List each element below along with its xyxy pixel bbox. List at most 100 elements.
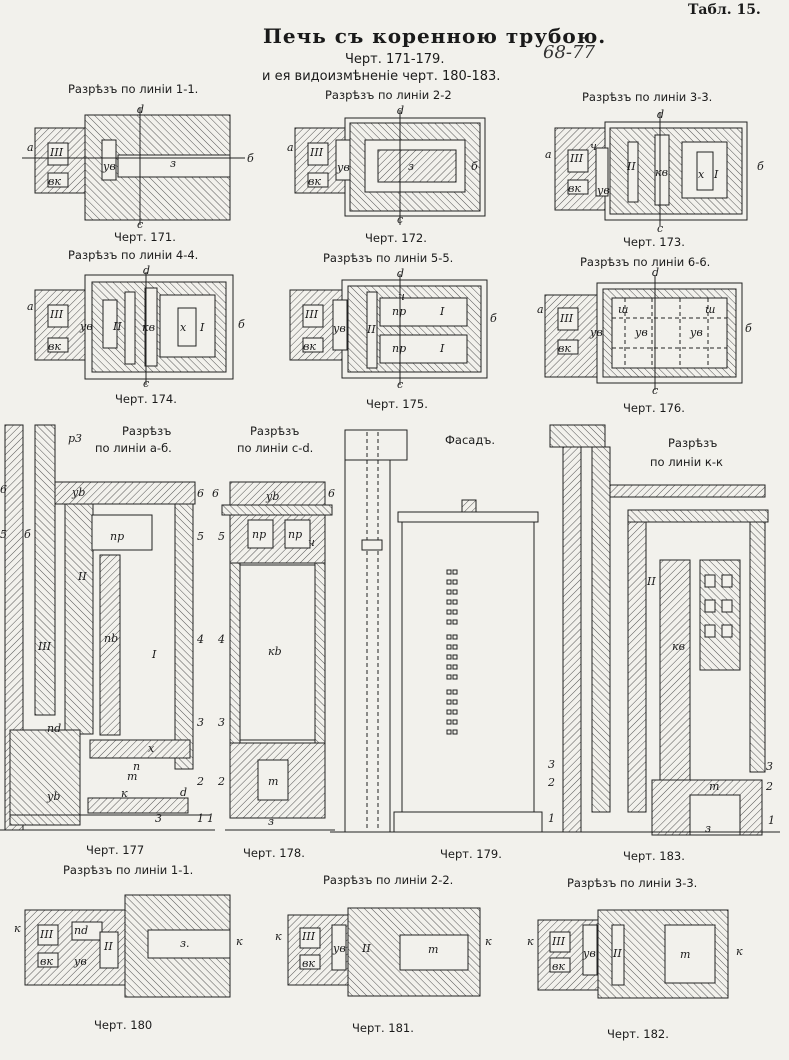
vent-hole	[446, 709, 452, 715]
label-k: к	[485, 935, 492, 948]
label-c: c	[137, 218, 144, 231]
label-II: II	[113, 320, 122, 333]
label-c: c	[397, 213, 404, 226]
plan-176	[544, 275, 743, 390]
vent-hole	[452, 674, 458, 680]
label-level-1: 1	[768, 814, 775, 827]
label-level-4: 4	[197, 633, 204, 646]
label-II: II	[362, 942, 371, 955]
label-x: х	[180, 321, 187, 334]
vent-hole	[452, 634, 458, 640]
vent-hole	[452, 609, 458, 615]
facade-vents	[446, 569, 458, 735]
label-level-3: 3	[548, 758, 555, 771]
vent-hole	[446, 589, 452, 595]
caption-182: Черт. 182.	[607, 1027, 669, 1041]
heading-176: Разрѣзъ по линіи 6-6.	[580, 255, 711, 269]
table-number: Табл. 15.	[688, 2, 761, 18]
vent-hole	[452, 589, 458, 595]
vent-hole	[452, 654, 458, 660]
label-level-6: 6	[212, 487, 219, 500]
label-level-4: 4	[218, 633, 225, 646]
handwritten-note: 68-77	[543, 42, 595, 63]
label-k: к	[275, 930, 282, 943]
vent-hole	[446, 569, 452, 575]
label-k: к	[527, 935, 534, 948]
label-ug: ув	[583, 947, 596, 960]
label-ch: ч	[398, 290, 405, 303]
label-a: а	[545, 148, 552, 161]
label-I: I	[714, 168, 719, 181]
label-t: т	[268, 775, 279, 788]
label-ug: ув	[103, 160, 116, 173]
label-pr: пр	[252, 528, 267, 541]
label-z: з	[170, 157, 176, 170]
label-k: к	[736, 945, 743, 958]
label-t: т	[680, 948, 691, 961]
section-183	[545, 424, 780, 836]
label-III: III	[552, 935, 566, 948]
vent-hole	[446, 664, 452, 670]
label-III: III	[40, 928, 54, 941]
label-ug: ув	[333, 322, 346, 335]
vent-hole	[446, 719, 452, 725]
section-177	[0, 424, 215, 831]
caption-177: Черт. 177	[86, 843, 145, 857]
caption-171: Черт. 171.	[114, 230, 176, 244]
label-II: II	[367, 323, 376, 336]
caption-175: Черт. 175.	[366, 397, 428, 411]
plan-173	[554, 112, 748, 226]
caption-183: Черт. 183.	[623, 849, 685, 863]
label-vk: вк	[48, 340, 61, 353]
vent-hole	[446, 634, 452, 640]
label-kb: кb	[268, 645, 282, 658]
label-d: d	[397, 104, 405, 117]
vent-hole	[452, 619, 458, 625]
label-d: d	[397, 267, 405, 280]
label-pr: пр	[392, 342, 407, 355]
label-z3: з	[268, 815, 274, 828]
label-ug: ув	[690, 326, 703, 339]
label-vk: вк	[308, 175, 321, 188]
label-level-2: 2	[548, 776, 555, 789]
vent-hole	[446, 609, 452, 615]
label-k: к	[236, 935, 243, 948]
caption-176: Черт. 176.	[623, 401, 685, 415]
label-c: c	[657, 222, 664, 235]
label-level-1: 1	[548, 812, 555, 825]
label-b: б	[247, 152, 254, 165]
label-k: к	[14, 922, 21, 935]
caption-173: Черт. 173.	[623, 235, 685, 249]
label-I: I	[440, 342, 445, 355]
vent-hole	[452, 664, 458, 670]
label-III: III	[38, 640, 52, 653]
label-I: I	[200, 321, 205, 334]
heading-171: Разрѣзъ по линіи 1-1.	[68, 82, 199, 96]
label-III: III	[570, 152, 584, 165]
label-t: т	[709, 780, 720, 793]
plan-175	[289, 274, 488, 385]
label-c: c	[397, 378, 404, 391]
vent-hole	[452, 699, 458, 705]
label-ug: ув	[635, 326, 648, 339]
label-sh: ш	[705, 303, 716, 316]
label-d: d	[143, 264, 151, 277]
label-r3: р3	[68, 432, 83, 445]
label-level-3: 3	[218, 716, 225, 729]
label-a: а	[287, 141, 294, 154]
label-pr: пр	[392, 305, 407, 318]
vent-hole	[446, 654, 452, 660]
label-c: c	[652, 384, 659, 397]
heading-183-a: Разрѣзъ	[668, 436, 718, 450]
heading-177-b: по линіи а-б.	[95, 441, 172, 455]
heading-177-a: Разрѣзъ	[122, 424, 172, 438]
label-sh: ш	[618, 303, 629, 316]
facade-179	[330, 429, 545, 833]
vent-hole	[452, 579, 458, 585]
label-ug: ув	[74, 955, 87, 968]
label-c: c	[143, 377, 150, 390]
vent-hole	[446, 579, 452, 585]
label-b: б	[238, 318, 245, 331]
plan-181	[287, 907, 481, 997]
